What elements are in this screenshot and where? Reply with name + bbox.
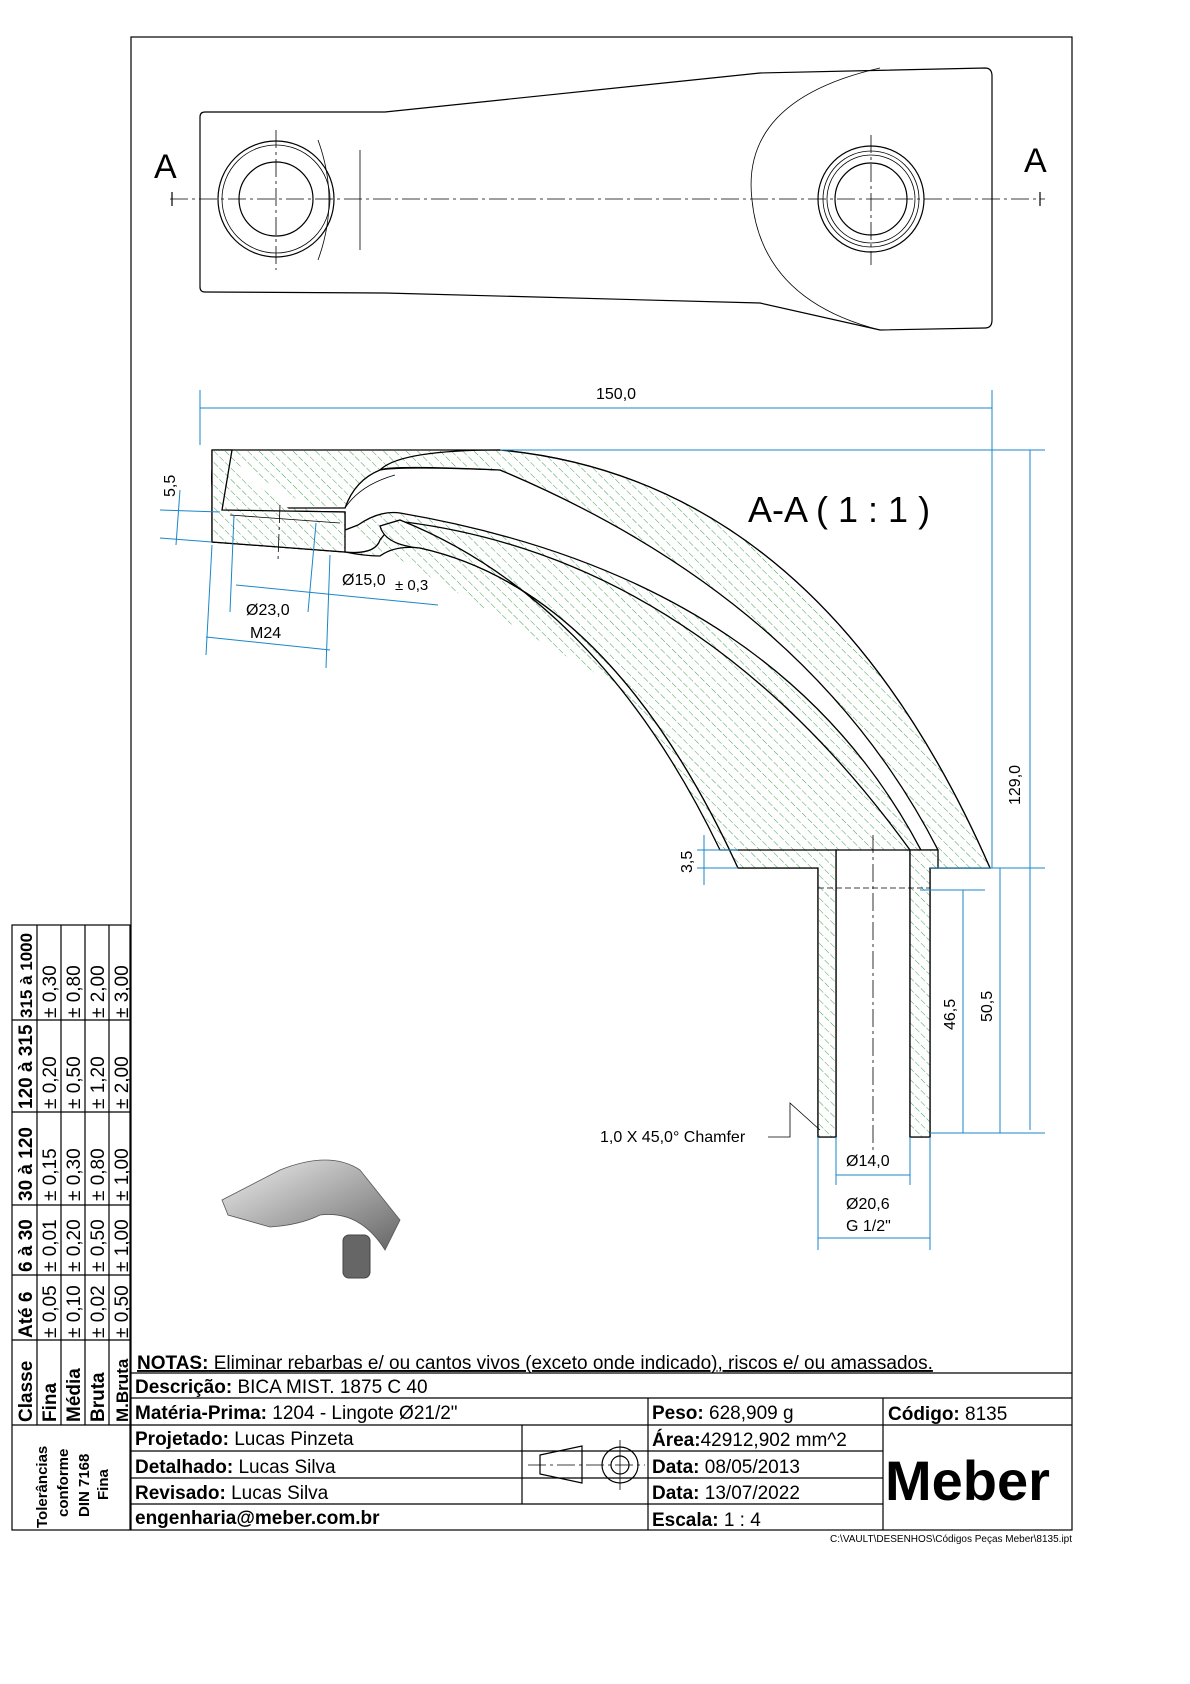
tolerance-value: ± 0,80 [64,965,85,1018]
tolerance-value: ± 0,05 [40,1285,61,1338]
tolerance-value: ± 1,20 [88,1056,109,1109]
date-revised: Data: 13/07/2022 [652,1483,800,1504]
section-marker-left: A [154,148,177,186]
tolerance-value: ± 1,00 [112,1219,133,1272]
standard-line3: DIN 7168 [76,1454,93,1517]
standard-line1: Tolerâncias [34,1446,51,1528]
dim-overall-length: 150,0 [596,386,636,403]
dim-wall-top: 5,5 [162,475,179,497]
tolerance-value: ± 0,15 [40,1148,61,1201]
section-view: A-A ( 1 : 1 ) [211,449,991,1150]
date-created: Data: 08/05/2013 [652,1457,800,1478]
tolerance-value: ± 0,50 [64,1056,85,1109]
section-title: A-A ( 1 : 1 ) [748,489,930,530]
tolerance-class-label: M.Bruta [113,1358,132,1422]
section-marker-right: A [1024,142,1047,180]
file-path: C:\VAULT\DESENHOS\Códigos Peças Meber\81… [830,1534,1072,1545]
contact-email: engenharia@meber.com.br [135,1508,380,1529]
notes: NOTAS: Eliminar rebarbas e/ ou cantos vi… [137,1353,933,1374]
tolerance-value: ± 0,10 [64,1285,85,1338]
dim-shank-outer-len: 50,5 [979,991,996,1022]
tolerance-value: ± 0,30 [64,1148,85,1201]
dim-wall-base: 3,5 [679,851,696,873]
tolerance-value: ± 3,00 [112,965,133,1018]
tolerance-value: ± 0,30 [40,965,61,1018]
dim-shank-bore: Ø14,0 [846,1153,890,1170]
tolerance-table: Classe Até 6 6 à 30 30 à 120 120 à 315 3… [11,924,133,1531]
code: Código: 8135 [888,1404,1007,1425]
tolerance-value: ± 0,50 [112,1285,133,1338]
dim-shank-thread: G 1/2" [846,1218,891,1235]
sheet-border [130,36,1073,1531]
tolerance-value: ± 2,00 [88,965,109,1018]
area: Área:42912,902 mm^2 [652,1429,847,1451]
tolerance-value: ± 0,01 [40,1219,61,1272]
standard-line2: conforme [55,1449,72,1517]
isometric-preview [221,1159,401,1279]
chamfer-note: 1,0 X 45,0° Chamfer [600,1129,746,1146]
scale: Escala: 1 : 4 [652,1510,761,1531]
title-block: NOTAS: Eliminar rebarbas e/ ou cantos vi… [131,1353,1072,1545]
dim-bore-tol: ± 0,3 [395,577,428,594]
designed-by: Projetado: Lucas Pinzeta [135,1429,354,1450]
dim-shank-inner-len: 46,5 [942,999,959,1030]
header-315-1000: 315 à 1000 [17,933,36,1018]
header-ate-6: Até 6 [16,1292,37,1338]
revised-by: Revisado: Lucas Silva [135,1483,329,1504]
tolerance-class-label: Fina [40,1383,61,1422]
tolerance-value: ± 2,00 [112,1056,133,1109]
tolerance-value: ± 0,20 [40,1056,61,1109]
dim-shank-outer: Ø20,6 [846,1196,890,1213]
dim-bore-inner: Ø15,0 [342,572,386,589]
tolerance-value: ± 1,00 [112,1148,133,1201]
header-30-120: 30 à 120 [16,1127,37,1201]
projection-symbol-icon [528,1440,645,1490]
standard-line4: Fina [95,1469,112,1500]
tolerance-class-label: Bruta [88,1372,109,1422]
header-classe: Classe [16,1361,37,1422]
dim-thread-dia: Ø23,0 [246,602,290,619]
company-logo: Meber [885,1449,1050,1512]
tolerance-value: ± 0,50 [88,1219,109,1272]
top-view: A A [154,67,1047,331]
dimensions: 150,0 129,0 5,5 3,5 Ø15,0 ± 0,3 Ø23,0 M2… [159,386,1045,1250]
dim-thread-spec: M24 [250,625,281,642]
tolerance-value: ± 0,20 [64,1219,85,1272]
tolerance-value: ± 0,02 [88,1285,109,1338]
dim-overall-height: 129,0 [1007,765,1024,805]
header-6-30: 6 à 30 [16,1219,37,1272]
tolerance-value: ± 0,80 [88,1148,109,1201]
description: Descrição: BICA MIST. 1875 C 40 [135,1377,428,1398]
header-120-315: 120 à 315 [16,1024,37,1109]
weight: Peso: 628,909 g [652,1403,794,1424]
material: Matéria-Prima: 1204 - Lingote Ø21/2" [135,1403,458,1424]
detailed-by: Detalhado: Lucas Silva [135,1457,336,1478]
tolerance-class-label: Média [64,1368,85,1422]
